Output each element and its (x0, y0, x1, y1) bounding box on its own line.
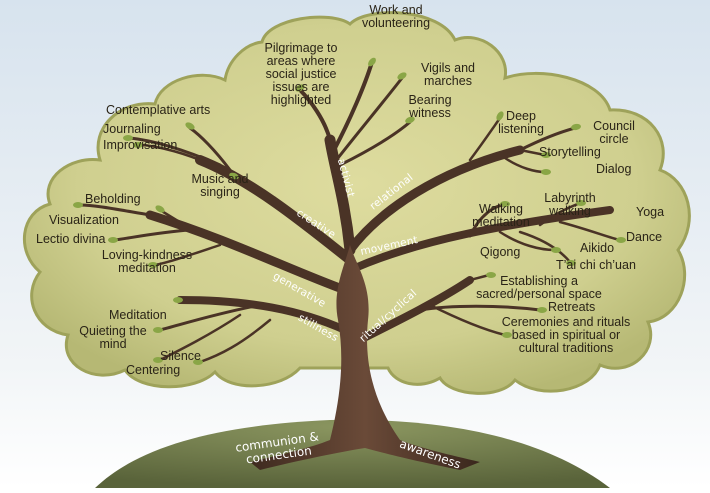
practice-aikido: Aikido (580, 241, 615, 255)
practice-bearing-witness: Bearing witness (408, 93, 452, 120)
practice-qigong: Qigong (480, 245, 521, 259)
practice-meditation: Meditation (109, 308, 167, 322)
practice-work-volunteering: Work and volunteering (361, 3, 431, 30)
trunk (250, 245, 480, 470)
practice-loving-kindness: Loving-kindness meditation (101, 248, 193, 275)
practice-centering: Centering (126, 363, 181, 377)
practice-labyrinth-walking: Labyrinth walking (544, 191, 596, 218)
practice-vigils-marches: Vigils and marches (421, 61, 475, 88)
practice-ceremonies-rituals: Ceremonies and rituals based in spiritua… (501, 315, 631, 355)
practice-dance: Dance (626, 230, 663, 244)
practice-yoga: Yoga (636, 205, 665, 219)
practice-storytelling: Storytelling (539, 145, 601, 159)
practice-contemplative-arts: Contemplative arts (106, 103, 211, 117)
practice-council-circle: Council circle (593, 119, 635, 146)
practice-journaling: Journaling (103, 122, 161, 136)
practice-music-singing: Music and singing (191, 172, 249, 199)
practice-walking-meditation: Walking meditation (472, 202, 530, 229)
practice-improvisation: Improvisation (103, 138, 178, 152)
practice-retreats: Retreats (548, 300, 596, 314)
practice-dialog: Dialog (596, 162, 632, 176)
branches (78, 60, 622, 364)
practice-beholding: Beholding (85, 192, 141, 206)
practice-pilgrimage: Pilgrimage to areas where social justice… (264, 41, 338, 107)
practice-visualization: Visualization (49, 213, 119, 227)
hill (95, 419, 610, 488)
practice-sacred-space: Establishing a sacred/personal space (476, 274, 602, 301)
practice-deep-listening: Deep listening (498, 109, 544, 136)
practice-tai-chi: T’ai chi ch’uan (556, 258, 636, 272)
practice-lectio-divina: Lectio divina (36, 232, 106, 246)
leaves (73, 57, 626, 365)
practice-silence: Silence (160, 349, 201, 363)
practice-quieting-mind: Quieting the mind (79, 324, 147, 351)
